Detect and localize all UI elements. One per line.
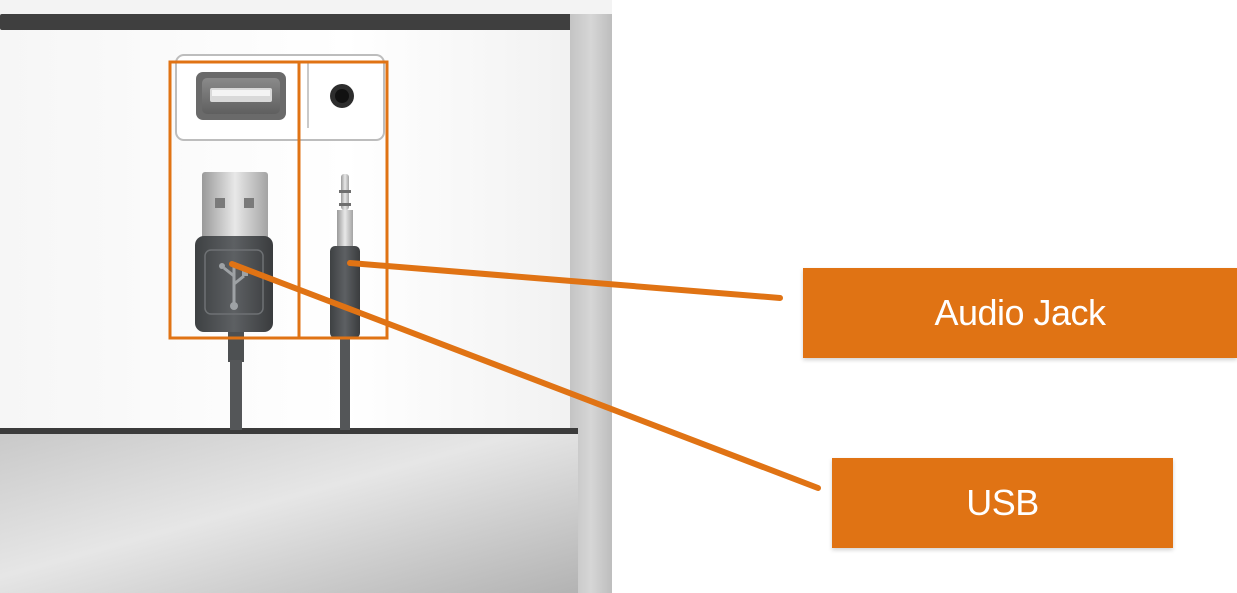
leader-line-usb (229, 261, 821, 491)
usb-symbol-icon (219, 262, 248, 310)
usb-port-icon (196, 72, 286, 120)
audio-jack-label: Audio Jack (803, 268, 1237, 358)
highlight-frame (168, 60, 389, 340)
audio-plug-icon (330, 174, 360, 430)
leader-line-audio (347, 260, 783, 301)
audio-port-icon (330, 84, 354, 108)
usb-label: USB (832, 458, 1173, 548)
